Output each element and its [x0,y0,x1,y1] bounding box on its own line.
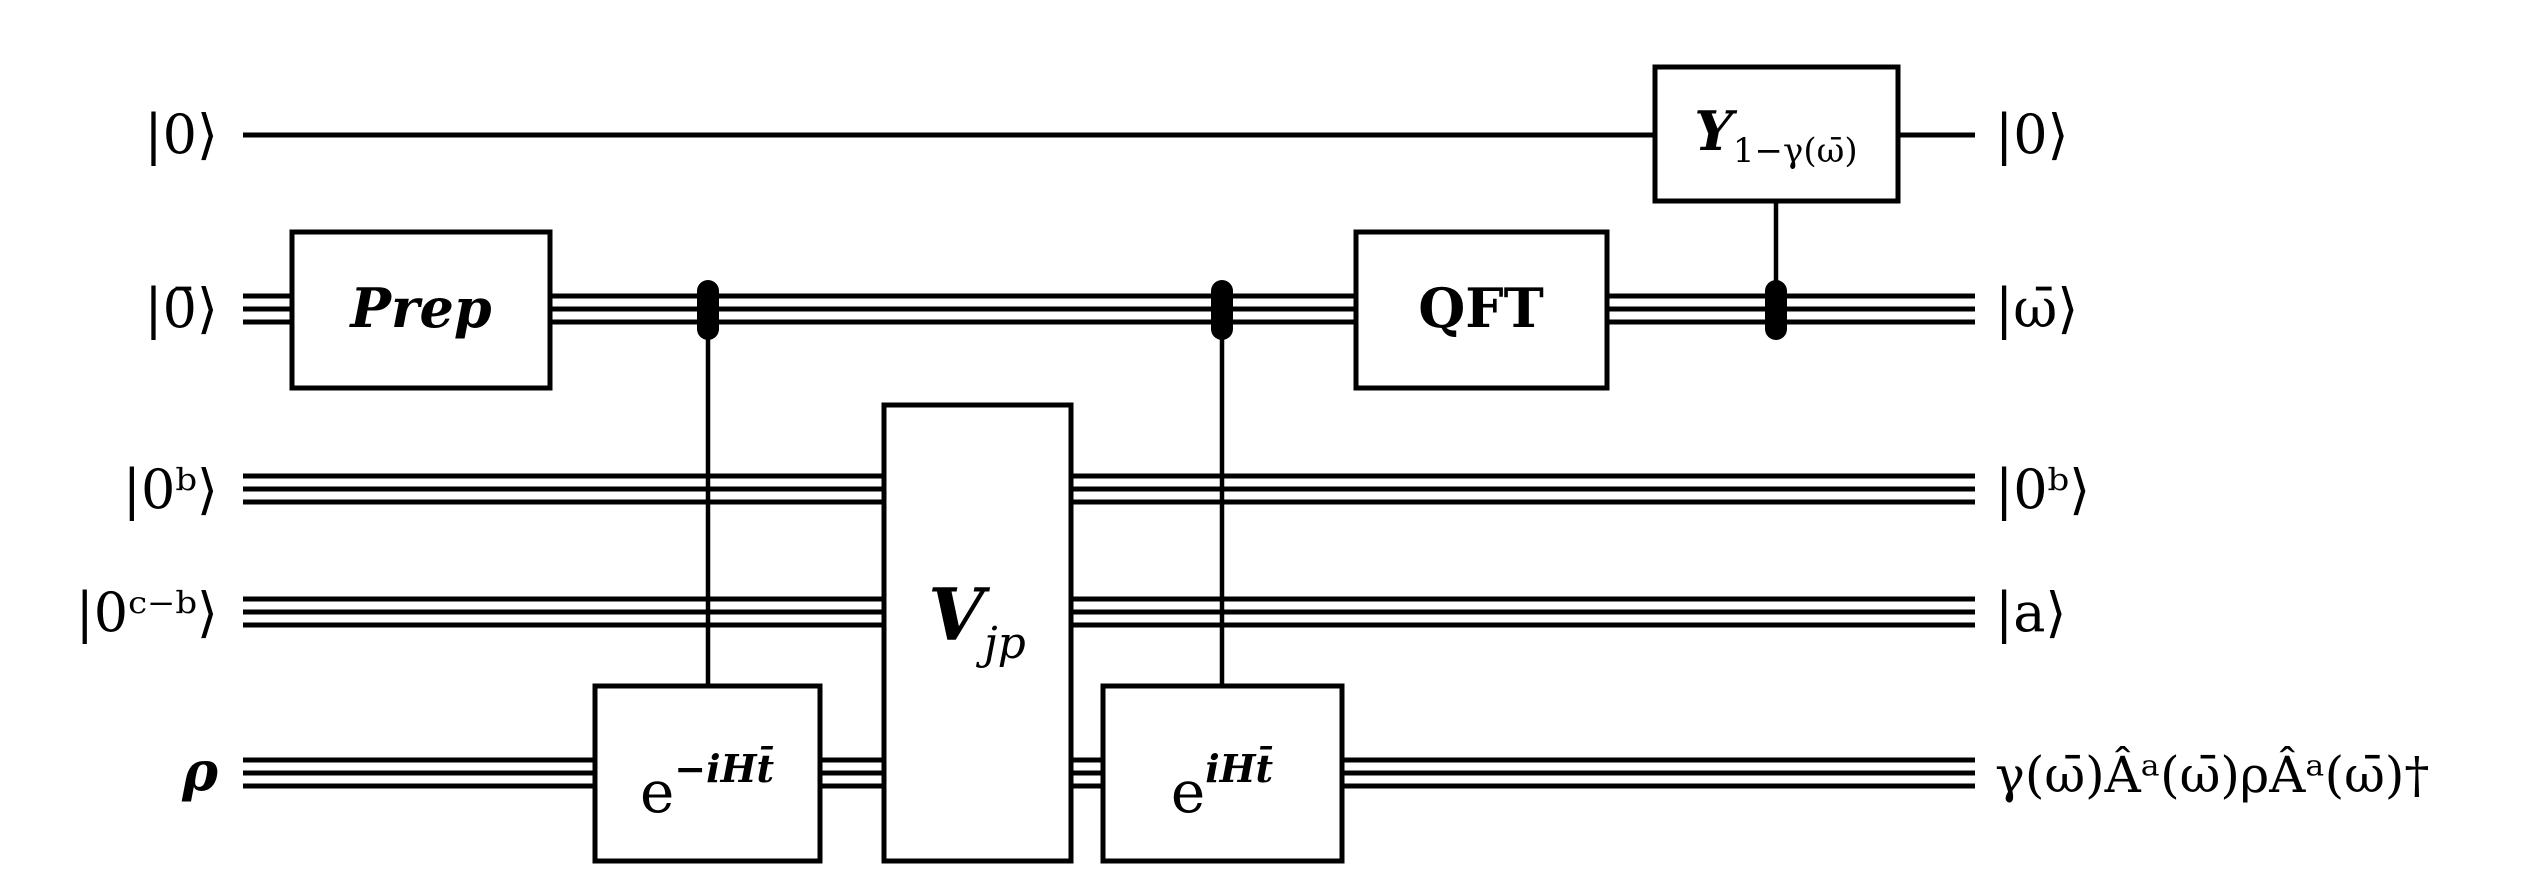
output-labels: |0⟩ |ω̄⟩ |0ᵇ⟩ |a⟩ γ(ω̄)Âᵃ(ω̄)ρÂᵃ(ω̄)† [1995,103,2429,804]
control-dot [1211,280,1233,340]
time-evolution-minus-gate [592,683,823,864]
qft-gate-label: QFT [1418,276,1544,340]
prep-gate-label: Prep [348,276,491,340]
control-dot [697,280,719,340]
output-label-q1: |ω̄⟩ [1995,277,2078,340]
v-gate-label: Vjp [928,572,1026,669]
control-dot [1765,280,1787,340]
output-label-q4: γ(ω̄)Âᵃ(ω̄)ρÂᵃ(ω̄)† [1995,745,2429,804]
input-label-q0: |0⟩ [144,103,218,166]
y-rotation-gate [1652,64,1901,204]
wires [243,132,1975,789]
output-label-q2: |0ᵇ⟩ [1995,458,2090,521]
wire-q3 [243,596,1975,628]
time-evolution-plus-gate [1100,683,1345,864]
controls [697,201,1787,686]
input-labels: |0⟩ |0̄⟩ |0ᵇ⟩ |0ᶜ⁻ᵇ⟩ ρ [76,103,220,803]
y-gate-label: Y1−γ(ω̄) [1694,99,1857,171]
output-label-q3: |a⟩ [1995,581,2066,644]
output-label-q0: |0⟩ [1995,103,2069,166]
input-label-q2: |0ᵇ⟩ [123,458,218,521]
gates [289,64,1901,864]
time-evolution-plus-label: eiHt̄ [1171,746,1274,826]
input-label-q4: ρ [181,739,219,803]
wire-q2 [243,473,1975,505]
qft-gate [1353,229,1610,391]
v-jp-gate [881,402,1074,864]
input-label-q3: |0ᶜ⁻ᵇ⟩ [76,581,218,644]
prep-gate [289,229,553,391]
wire-q4 [243,757,1975,789]
input-label-q1: |0̄⟩ [144,277,218,340]
time-evolution-minus-label: e−iHt̄ [640,746,775,826]
gate-labels: Prep QFT Y1−γ(ω̄) Vjp e−iHt̄ eiHt̄ [348,99,1857,826]
